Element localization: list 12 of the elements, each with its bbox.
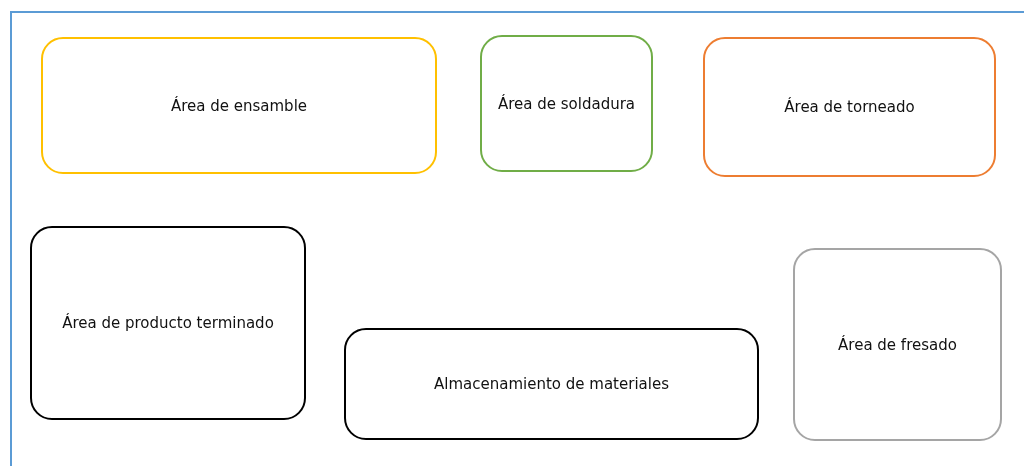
area-label: Área de producto terminado [62, 314, 274, 332]
area-box [703, 37, 996, 177]
area-label: Área de torneado [784, 98, 915, 116]
area-box [793, 248, 1002, 441]
area-box [344, 328, 759, 440]
area-label: Almacenamiento de materiales [434, 375, 669, 393]
area-label: Área de ensamble [170, 96, 308, 115]
area-label: Área de fresado [838, 335, 957, 354]
area-label: Área de soldadura [497, 94, 636, 113]
area-box [41, 37, 437, 174]
area-box [30, 226, 306, 420]
area-box [480, 35, 653, 172]
